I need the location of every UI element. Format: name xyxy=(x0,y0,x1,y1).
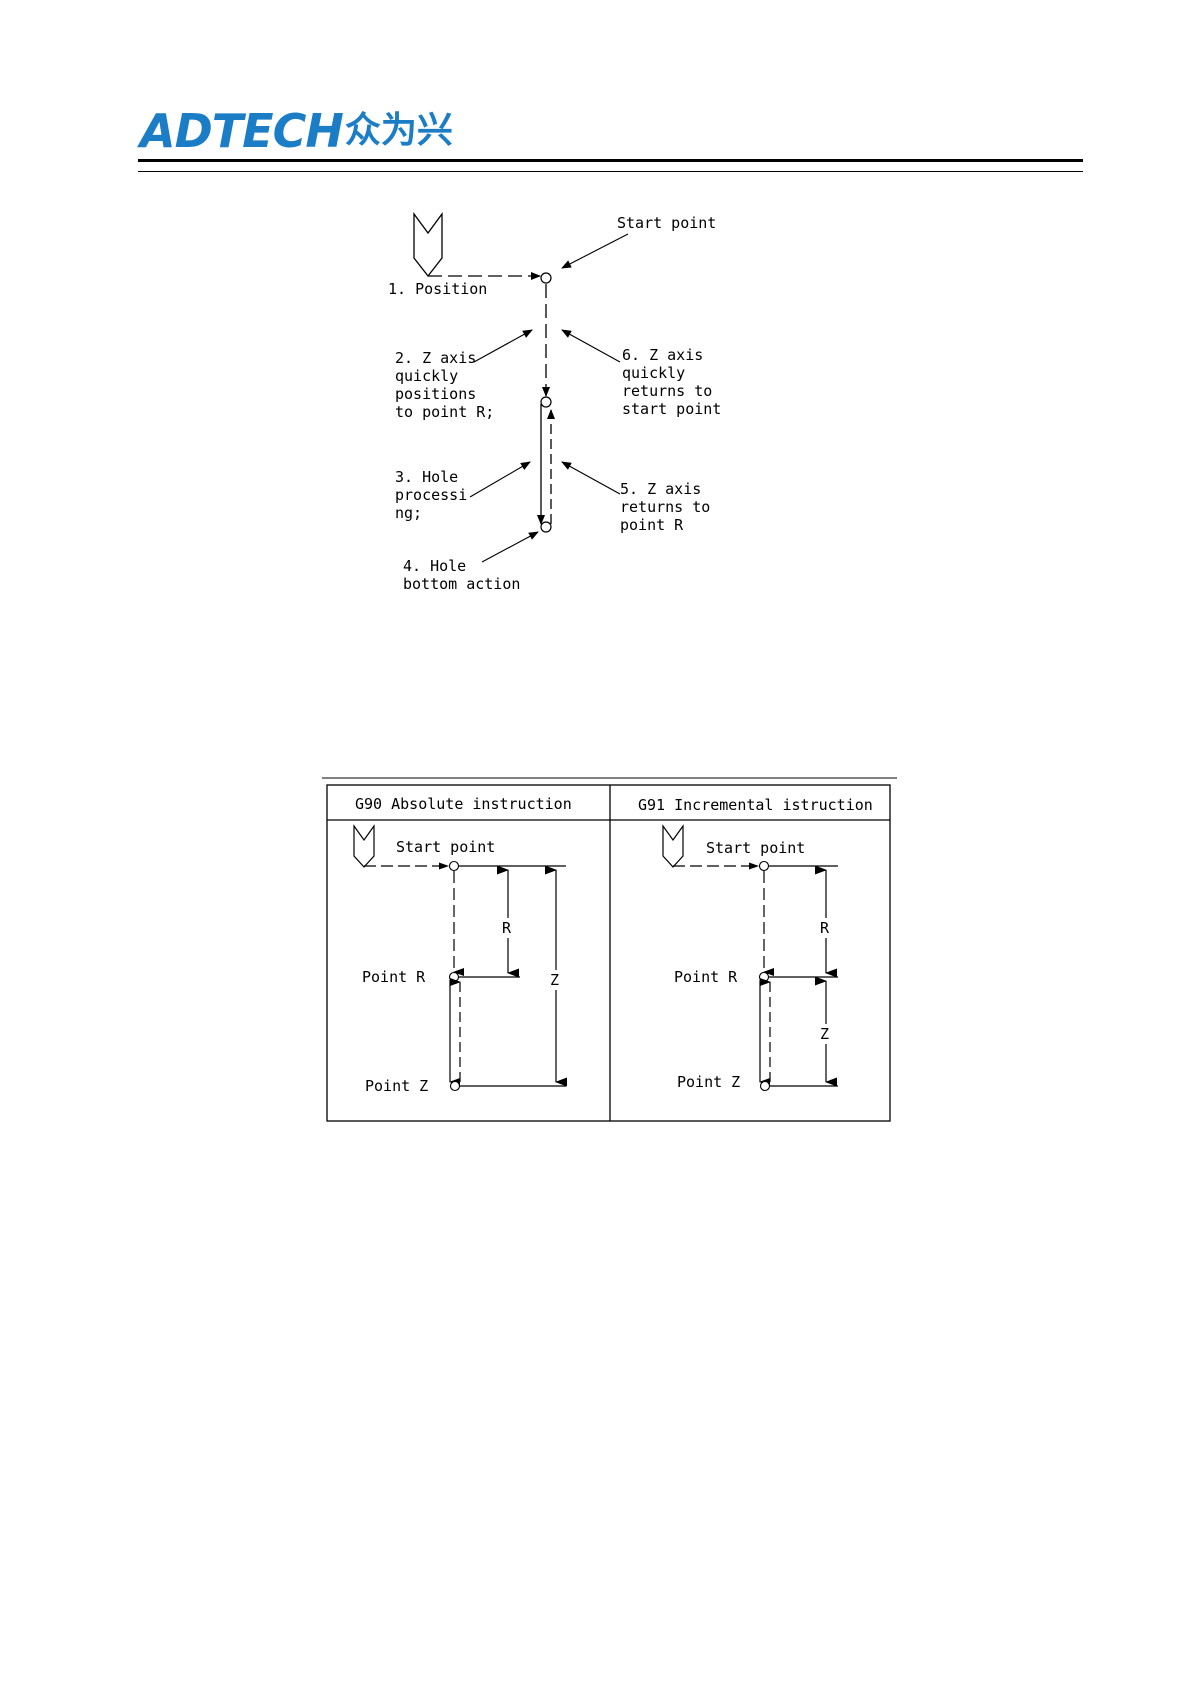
label-step4-l2: bottom action xyxy=(403,575,520,593)
label-step3-l3: ng; xyxy=(395,504,422,522)
label-step2-l4: to point R; xyxy=(395,403,494,421)
g90-g91-comparison-table: G90 Absolute instruction G91 Incremental… xyxy=(322,777,897,1122)
right-dim-r: R xyxy=(820,919,830,937)
tool-icon xyxy=(662,824,684,868)
label-step5-l1: 5. Z axis xyxy=(620,480,701,498)
label-step1: 1. Position xyxy=(388,280,487,298)
label-step6-l4: start point xyxy=(622,400,721,418)
hole-bottom-marker xyxy=(540,521,552,533)
logo-text: ADTECH xyxy=(140,104,344,158)
label-step2-l1: 2. Z axis xyxy=(395,349,476,367)
left-dim-z: Z xyxy=(550,971,559,989)
company-logo: ADTECH 众为兴 xyxy=(140,108,453,154)
point-r-marker xyxy=(540,396,552,408)
tool-icon xyxy=(413,212,443,278)
header-rule-thick xyxy=(138,159,1083,162)
label-step5-l3: point R xyxy=(620,516,684,534)
label-step6-l2: quickly xyxy=(622,364,685,382)
right-point-z: Point Z xyxy=(677,1073,740,1091)
right-start-point: Start point xyxy=(706,839,805,857)
left-point-r: Point R xyxy=(362,968,426,986)
start-point-marker xyxy=(540,272,552,284)
label-step2-l3: positions xyxy=(395,385,476,403)
drilling-cycle-diagram: Start point 1. Position 2. Z axis quickl… xyxy=(388,212,721,593)
label-start-point: Start point xyxy=(617,214,716,232)
label-step4-l1: 4. Hole xyxy=(403,557,466,575)
right-dim-z: Z xyxy=(820,1025,829,1043)
header-g90: G90 Absolute instruction xyxy=(355,795,572,813)
left-dim-r: R xyxy=(502,919,512,937)
tool-icon xyxy=(353,824,375,868)
logo-cn-text: 众为兴 xyxy=(344,110,453,151)
left-start-point: Start point xyxy=(396,838,495,856)
label-step6-l3: returns to xyxy=(622,382,712,400)
label-step2-l2: quickly xyxy=(395,367,458,385)
header-g91: G91 Incremental istruction xyxy=(638,796,873,814)
left-point-z: Point Z xyxy=(365,1077,428,1095)
label-step3-l1: 3. Hole xyxy=(395,468,458,486)
label-step6-l1: 6. Z axis xyxy=(622,346,703,364)
right-point-r: Point R xyxy=(674,968,738,986)
label-step3-l2: processi xyxy=(395,486,467,504)
header-rule-thin xyxy=(138,171,1083,172)
label-step5-l2: returns to xyxy=(620,498,710,516)
